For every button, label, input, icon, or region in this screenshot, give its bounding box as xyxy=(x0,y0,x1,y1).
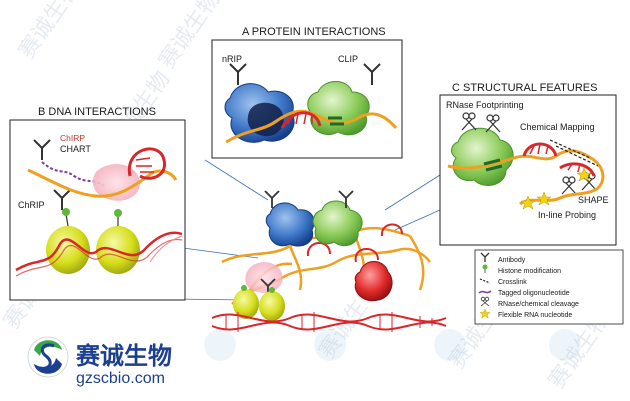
tagged-oligo-icon xyxy=(478,290,492,294)
blue-protein xyxy=(265,202,315,247)
nucleosome xyxy=(233,289,259,319)
histone-mark-icon xyxy=(241,285,275,293)
legend: Antibody Histone modification Crosslink … xyxy=(474,249,624,325)
scissors-icon xyxy=(480,296,490,307)
nucleosome xyxy=(96,226,140,274)
legend-label-antibody: Antibody xyxy=(498,257,526,264)
label-rnase-footprinting: RNase Footprinting xyxy=(446,100,524,110)
dna-helix xyxy=(149,235,183,263)
legend-label-tagged-oligo: Tagged oligonucleotide xyxy=(498,290,570,297)
crosslink-icon xyxy=(549,139,599,167)
panel-b-frame xyxy=(9,119,186,301)
rna-hairpin xyxy=(280,111,322,129)
antibody-icon xyxy=(260,190,354,296)
panel-a: A PROTEIN INTERACTIONS nRIP CLIP xyxy=(211,26,403,159)
panel-c-title: C STRUCTURAL FEATURES xyxy=(452,82,597,94)
green-protein xyxy=(451,127,514,186)
legend-label-flexible-nt: Flexible RNA nucleotide xyxy=(498,312,572,319)
svg-text:赛诚生物 gzscbio.com: 赛诚生物 gzscbio.com xyxy=(14,0,167,63)
label-chemical-mapping: Chemical Mapping xyxy=(520,122,595,132)
rna-hairpins xyxy=(306,223,403,263)
label-shape: SHAPE xyxy=(578,195,609,205)
label-nrip: nRIP xyxy=(222,54,242,64)
histone-mark-icon xyxy=(482,264,488,273)
rna-base-pairs xyxy=(135,157,154,173)
brand-name-cn: 赛诚生物 xyxy=(75,342,172,370)
antibody-icon xyxy=(229,63,381,85)
label-chrip: ChRIP xyxy=(18,200,45,210)
red-protein xyxy=(354,261,393,302)
legend-label-cleavage: RNase/chemical cleavage xyxy=(498,301,579,308)
label-inline-probing: In-line Probing xyxy=(538,210,596,220)
legend-label-crosslink: Crosslink xyxy=(498,279,527,286)
dna-strand-2 xyxy=(211,321,447,331)
nucleosome xyxy=(259,291,285,321)
rna-hairpin xyxy=(127,147,167,180)
panel-c: C STRUCTURAL FEATURES RNase Footprinting… xyxy=(439,82,617,246)
dna-strand xyxy=(211,313,447,323)
dna-base-pairs xyxy=(225,312,433,332)
footprint-contacts xyxy=(483,158,503,172)
logo-swirl-blue xyxy=(34,358,62,374)
histone-mark-icon xyxy=(62,208,122,227)
brand-logo: 赛诚生物 gzscbio.com xyxy=(27,336,172,387)
clip-contacts xyxy=(328,116,344,126)
label-chirp: ChIRP xyxy=(60,133,85,143)
legend-label-histone: Histone modification xyxy=(498,268,561,275)
panel-b-title: B DNA INTERACTIONS xyxy=(38,106,156,118)
rna-base-pairs xyxy=(287,113,313,125)
antibody-icon xyxy=(33,139,71,210)
nucleosome xyxy=(46,226,90,274)
dna-strand xyxy=(15,231,183,272)
green-protein xyxy=(312,200,363,247)
rna-base-pairs xyxy=(529,143,581,173)
rna-strand xyxy=(225,109,398,144)
label-clip: CLIP xyxy=(338,54,358,64)
crosslink-icon xyxy=(479,278,491,284)
tagged-oligo-icon xyxy=(41,161,105,187)
brand-domain: gzscbio.com xyxy=(76,370,165,387)
dark-protein xyxy=(247,102,284,137)
star-icon xyxy=(479,308,491,319)
panel-b: B DNA INTERACTIONS ChIRP CHART ChRIP xyxy=(9,106,186,301)
logo-swirl-green xyxy=(34,340,62,356)
logo-s xyxy=(39,343,55,370)
legend-frame xyxy=(474,249,624,325)
star-icon xyxy=(520,167,592,210)
central-composite xyxy=(211,190,447,332)
panel-a-title: A PROTEIN INTERACTIONS xyxy=(242,26,386,38)
pink-protein xyxy=(245,262,283,294)
rna-strand xyxy=(447,149,605,206)
antibody-icon xyxy=(480,252,490,262)
label-chart: CHART xyxy=(60,144,91,154)
dna-strand-2 xyxy=(15,238,183,277)
